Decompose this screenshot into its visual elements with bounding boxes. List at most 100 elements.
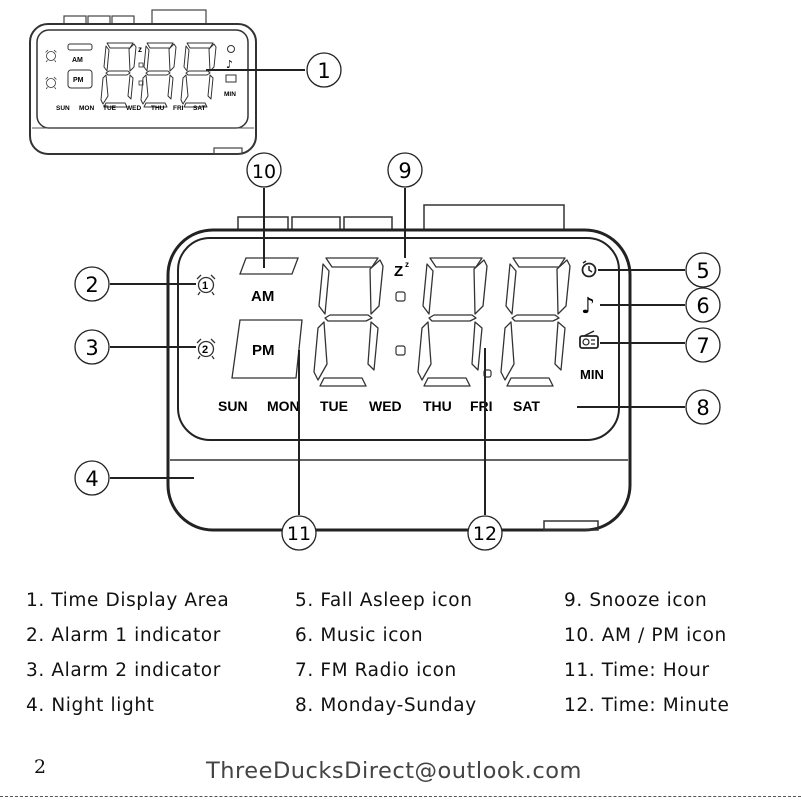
callout-7-number: 7 (696, 334, 709, 358)
alarm-2-number: 2 (202, 344, 208, 356)
small-top-button (87, 15, 111, 25)
page-number: 2 (34, 756, 47, 778)
callout-7-circle (685, 327, 721, 363)
day-sun: SUN (218, 398, 248, 414)
small-alarm1-icon (45, 49, 57, 63)
callout-2-circle (74, 266, 110, 302)
snooze-icon: Z (394, 263, 403, 280)
small-colon-top (138, 62, 144, 68)
callout-9-number: 9 (398, 159, 411, 183)
pm-indicator (231, 319, 303, 379)
small-pm-indicator (67, 69, 93, 89)
legend-item-3: 3. Alarm 2 indicator (26, 660, 221, 681)
clock-screen (177, 237, 620, 441)
callout-11-circle (281, 515, 317, 551)
legend-item-6: 6. Music icon (295, 625, 424, 646)
small-top-button (63, 15, 87, 25)
callout-4-number: 4 (85, 467, 98, 491)
callout-12-number: 12 (473, 523, 497, 545)
small-top-bar (151, 9, 207, 25)
callout-5-number: 5 (696, 259, 709, 283)
small-day-tue: TUE (103, 105, 117, 112)
large-clock: 1 2 AM PM Z z ♪ MIN (166, 204, 632, 532)
callout-3-number: 3 (85, 336, 98, 360)
am-label: AM (251, 288, 274, 305)
small-am-indicator (67, 43, 93, 51)
small-min-label: MIN (224, 91, 236, 98)
day-sat: SAT (513, 398, 540, 414)
callout-2-number: 2 (85, 273, 98, 297)
small-clock: AM PM z ♪ MIN SUN MON TUE WED THU FRI SA… (29, 9, 257, 155)
callout-6-number: 6 (696, 294, 709, 318)
small-day-fri: FRI (173, 105, 184, 112)
callout-4-circle (74, 460, 110, 496)
small-day-sun: SUN (56, 105, 70, 112)
small-alarm2-icon (45, 76, 57, 90)
pm-label: PM (252, 342, 275, 359)
callout-8-circle (685, 389, 721, 425)
day-fri: FRI (470, 398, 493, 414)
small-foot (213, 147, 243, 155)
callout-10-number: 10 (252, 161, 276, 183)
callout-1-circle (306, 52, 342, 88)
footer-email: ThreeDucksDirect@outlook.com (206, 758, 582, 784)
small-clock-body (29, 23, 257, 155)
callout-1-number: 1 (317, 59, 330, 83)
small-minute-tens-digit (180, 42, 217, 108)
timer-icon (581, 260, 597, 278)
snooze-icon-small: z (405, 260, 409, 269)
legend-item-2: 2. Alarm 1 indicator (26, 625, 221, 646)
callout-8-number: 8 (696, 396, 709, 420)
colon-top (395, 291, 406, 302)
callout-11-number: 11 (287, 523, 311, 545)
small-top-button (111, 15, 135, 25)
top-button-center (291, 216, 341, 231)
small-day-thu: THU (151, 105, 165, 112)
legend-item-12: 12. Time: Minute (564, 695, 730, 716)
foot-right (543, 520, 599, 531)
day-wed: WED (369, 398, 402, 414)
small-day-sat: SAT (193, 105, 206, 112)
small-am-label: AM (72, 57, 83, 64)
bottom-rule (0, 796, 801, 797)
small-hour-tens-digit (100, 42, 137, 108)
day-tue: TUE (320, 398, 348, 414)
legend-item-8: 8. Monday-Sunday (295, 695, 477, 716)
colon-bottom (395, 345, 406, 356)
callout-5-circle (685, 252, 721, 288)
music-note-icon: ♪ (581, 294, 595, 319)
top-button-right (343, 216, 393, 231)
day-thu: THU (423, 398, 452, 414)
small-pm-label: PM (73, 77, 84, 84)
small-hour-ones-digit (140, 42, 177, 108)
callout-10-circle (246, 152, 282, 188)
radio-icon (579, 330, 599, 349)
legend-item-9: 9. Snooze icon (564, 590, 708, 611)
alarm-1-number: 1 (202, 280, 208, 292)
legend-item-11: 11. Time: Hour (564, 660, 710, 681)
small-radio-icon (225, 74, 237, 83)
small-music-icon: ♪ (226, 58, 233, 71)
legend-item-7: 7. FM Radio icon (295, 660, 457, 681)
callout-6-circle (685, 287, 721, 323)
am-indicator (239, 257, 299, 275)
small-day-mon: MON (79, 105, 94, 112)
callout-12-circle (467, 515, 503, 551)
legend-item-4: 4. Night light (26, 695, 155, 716)
small-colon-bottom (138, 80, 144, 86)
callout-9-circle (387, 152, 423, 188)
min-label: MIN (580, 367, 604, 382)
small-day-wed: WED (126, 105, 141, 112)
legend-item-5: 5. Fall Asleep icon (295, 590, 473, 611)
minute-ones-digit (500, 257, 571, 387)
legend-item-10: 10. AM / PM icon (564, 625, 727, 646)
top-handle (423, 204, 565, 231)
minute-tens-digit (417, 257, 488, 387)
small-snooze-icon: z (138, 45, 142, 54)
day-mon: MON (267, 398, 300, 414)
clock-body (166, 228, 632, 532)
callout-3-circle (74, 329, 110, 365)
small-timer-icon (227, 45, 235, 53)
legend-item-1: 1. Time Display Area (26, 590, 230, 611)
